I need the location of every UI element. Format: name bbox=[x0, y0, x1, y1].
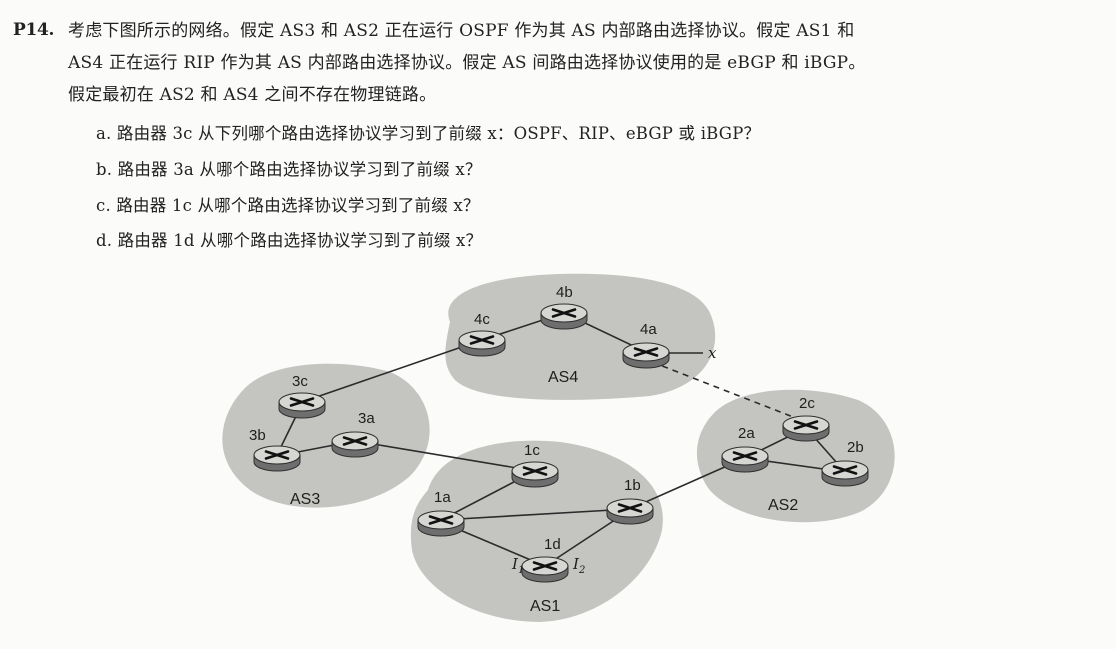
router-3c-icon bbox=[277, 391, 327, 420]
router-3a-icon bbox=[330, 430, 380, 459]
question-b: b. 路由器 3a 从哪个路由选择协议学习到了前缀 x？ bbox=[96, 160, 482, 179]
router-2c-label: 2c bbox=[799, 395, 815, 412]
problem-text-line-1: 考虑下图所示的网络。假定 AS3 和 AS2 正在运行 OSPF 作为其 AS … bbox=[68, 21, 855, 41]
as1-label: AS1 bbox=[530, 598, 560, 615]
link-3c-4c bbox=[301, 339, 483, 403]
as3-label: AS3 bbox=[290, 491, 320, 508]
router-4c-label: 4c bbox=[474, 311, 490, 328]
router-1d-icon bbox=[520, 555, 570, 584]
as3-region bbox=[222, 363, 430, 508]
interface-i2-label: I2 bbox=[572, 555, 585, 576]
as2-region bbox=[696, 389, 895, 523]
router-2a-label: 2a bbox=[738, 425, 755, 442]
router-4a-icon bbox=[621, 341, 671, 370]
problem-text-line-2: AS4 正在运行 RIP 作为其 AS 内部路由选择协议。假定 AS 间路由选择… bbox=[68, 53, 866, 73]
router-4b-icon bbox=[539, 302, 589, 331]
problem-number: P14. bbox=[13, 20, 55, 40]
as1-region bbox=[410, 440, 663, 622]
router-2c-icon bbox=[781, 414, 831, 443]
interface-i1-label: I1 bbox=[511, 555, 524, 576]
router-2a-icon bbox=[720, 445, 770, 474]
link-3a-1c bbox=[354, 440, 536, 472]
router-3a-label: 3a bbox=[358, 410, 375, 427]
router-3c-label: 3c bbox=[292, 373, 308, 390]
router-1b-label: 1b bbox=[624, 477, 641, 494]
router-1c-label: 1c bbox=[524, 442, 540, 459]
link-1a-1b bbox=[440, 508, 631, 521]
router-4a-label: 4a bbox=[640, 321, 657, 338]
router-2b-icon bbox=[820, 459, 870, 488]
as2-label: AS2 bbox=[768, 497, 798, 514]
prefix-x-label: x bbox=[708, 344, 717, 362]
router-1a-label: 1a bbox=[434, 489, 451, 506]
router-2b-label: 2b bbox=[847, 439, 864, 456]
router-1a-icon bbox=[416, 509, 466, 538]
router-4c-icon bbox=[457, 329, 507, 358]
as4-label: AS4 bbox=[548, 369, 578, 386]
router-1b-icon bbox=[605, 497, 655, 526]
question-c: c. 路由器 1c 从哪个路由选择协议学习到了前缀 x？ bbox=[96, 196, 480, 215]
router-3b-label: 3b bbox=[249, 427, 266, 444]
problem-text-line-3: 假定最初在 AS2 和 AS4 之间不存在物理链路。 bbox=[68, 85, 437, 105]
router-4b-label: 4b bbox=[556, 284, 573, 301]
question-d: d. 路由器 1d 从哪个路由选择协议学习到了前缀 x？ bbox=[96, 231, 483, 250]
router-3b-icon bbox=[252, 444, 302, 473]
router-1c-icon bbox=[510, 460, 560, 489]
question-a: a. 路由器 3c 从下列哪个路由选择协议学习到了前缀 x：OSPF、RIP、e… bbox=[96, 124, 761, 143]
link-4a-2c-dashed bbox=[651, 361, 807, 423]
router-1d-label: 1d bbox=[544, 536, 561, 553]
